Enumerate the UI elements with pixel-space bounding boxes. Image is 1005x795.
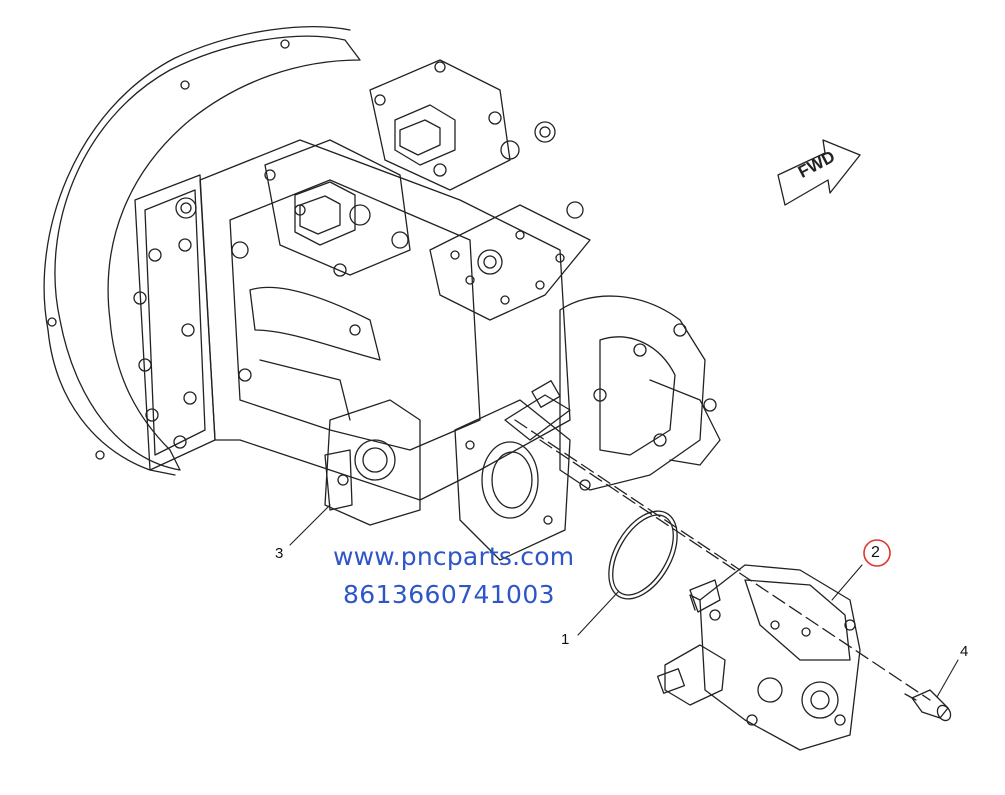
callout-1: 1	[561, 631, 570, 648]
callout-2: 2	[871, 544, 880, 561]
forward-direction-arrow	[777, 139, 861, 206]
callout-3: 3	[275, 545, 284, 562]
auxiliary-pump	[656, 564, 861, 751]
callout-4: 4	[960, 643, 969, 660]
assembly-centerline	[514, 419, 931, 701]
leader-lines	[289, 504, 959, 698]
watermark-phone: 8613660741003	[343, 580, 555, 609]
highlight-circle	[863, 539, 891, 567]
mounting-bolt	[904, 689, 952, 722]
watermark-url: www.pncparts.com	[333, 542, 575, 571]
main-pump-assembly	[43, 26, 721, 561]
o-ring	[608, 510, 678, 600]
